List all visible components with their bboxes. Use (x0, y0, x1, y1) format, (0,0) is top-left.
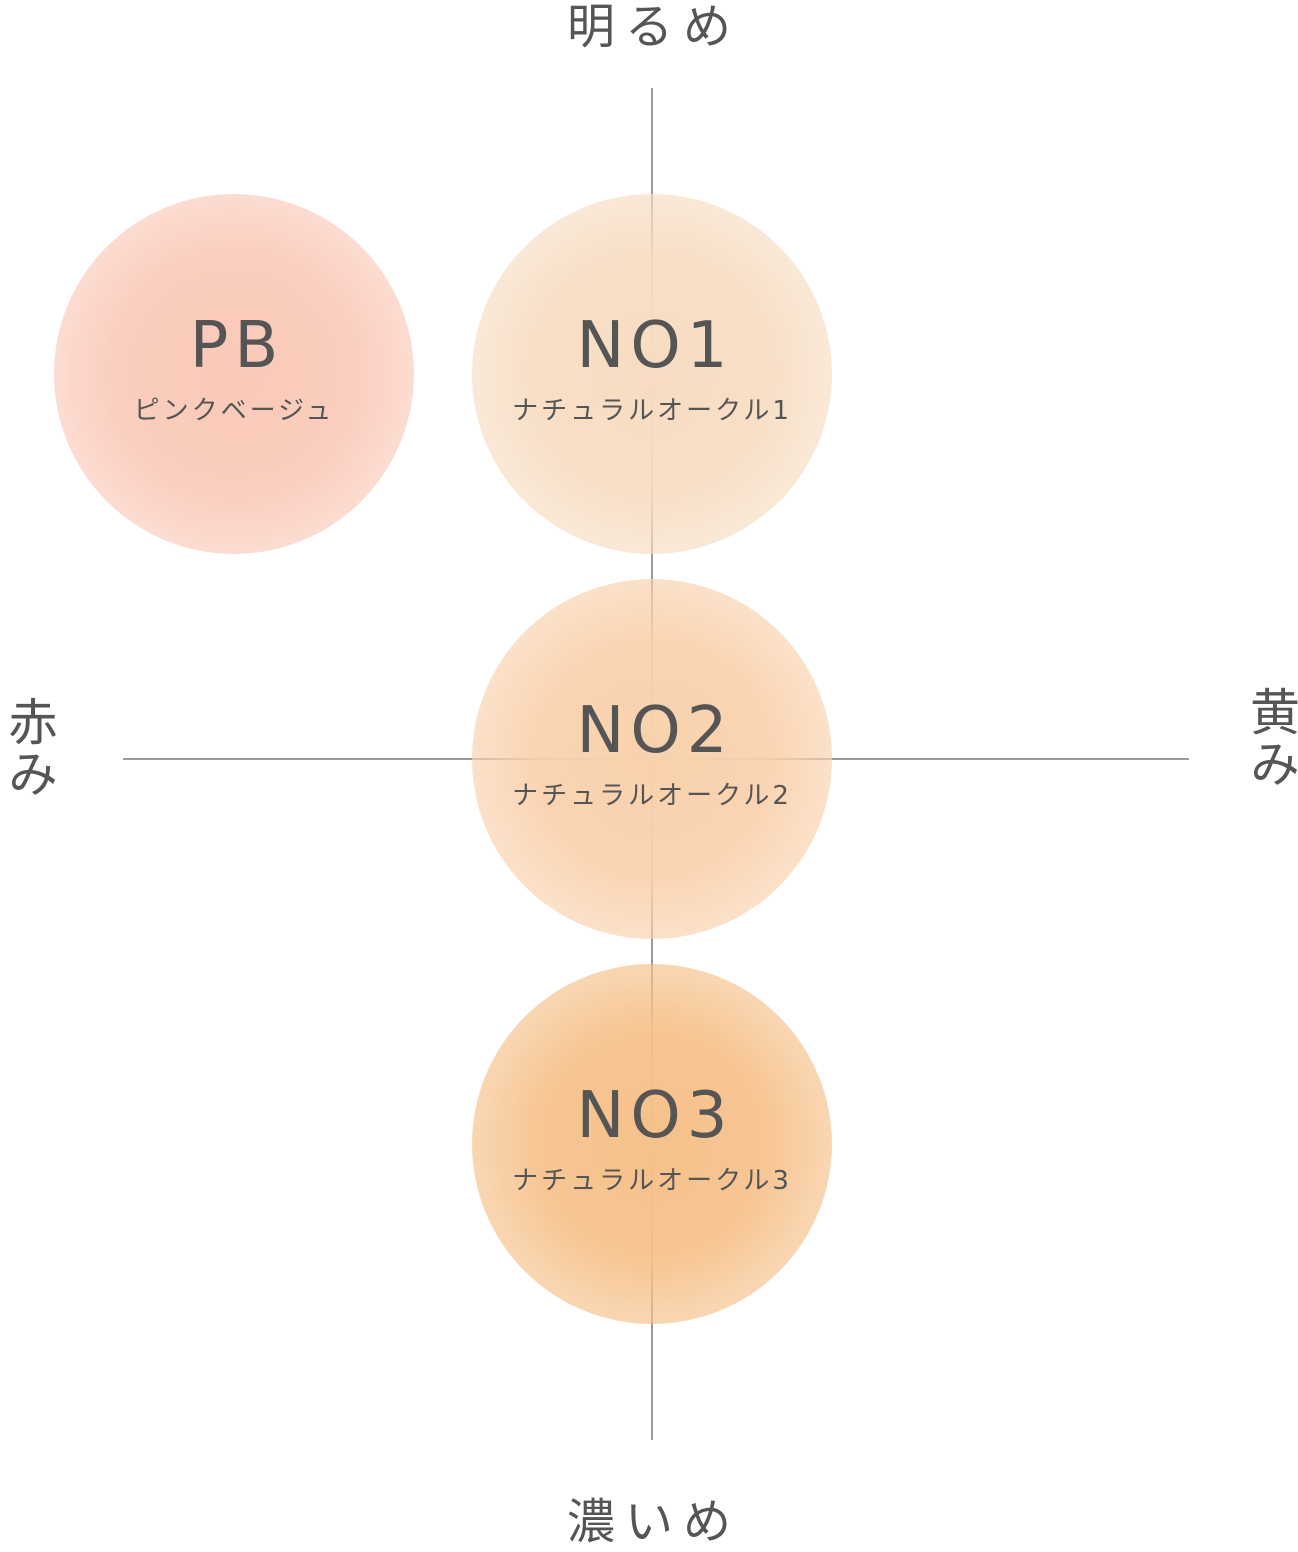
shade-circle-no3: NO3 ナチュラルオークル3 (472, 964, 832, 1324)
axis-label-right: 黄み (1242, 686, 1298, 790)
shade-name: ナチュラルオークル3 (512, 1165, 792, 1196)
shade-code: NO3 (576, 1078, 734, 1153)
shade-code: NO1 (576, 308, 734, 383)
axis-label-bottom: 濃いめ (566, 1494, 741, 1550)
shade-name: ピンクベージュ (133, 395, 335, 426)
shade-name: ナチュラルオークル1 (512, 395, 792, 426)
shade-circle-no2: NO2 ナチュラルオークル2 (472, 579, 832, 939)
shade-code: NO2 (576, 693, 734, 768)
shade-circle-pb: PB ピンクベージュ (54, 194, 414, 554)
shade-circle-no1: NO1 ナチュラルオークル1 (472, 194, 832, 554)
shade-code: PB (189, 308, 285, 383)
axis-label-top: 明るめ (566, 0, 741, 55)
shade-name: ナチュラルオークル2 (512, 780, 792, 811)
axis-label-left: 赤み (0, 696, 58, 800)
